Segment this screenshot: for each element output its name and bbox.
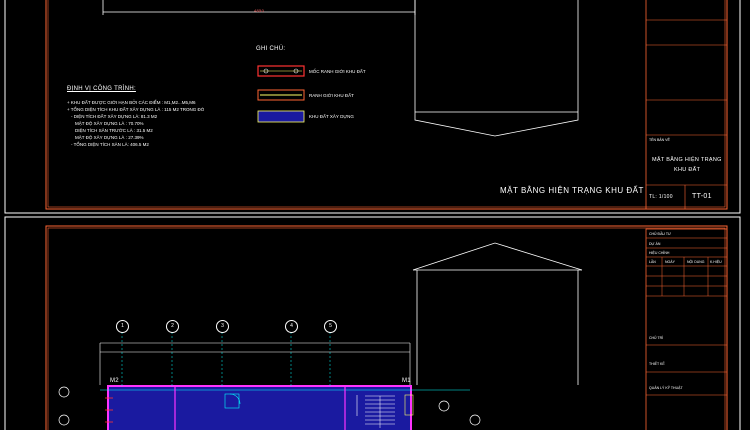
info-line: + TỔNG DIỆN TÍCH KHU ĐẤT XÂY DỰNG LÀ : 1… (67, 107, 205, 112)
info-title: ĐỊNH VỊ CÔNG TRÌNH: (67, 86, 136, 92)
tb-header-owner: CHỦ ĐẦU TƯ (649, 232, 671, 236)
marker-m1: M1 (402, 378, 411, 384)
tb-label-lead: CHỦ TRÌ (649, 336, 664, 340)
tb-label-design: THIẾT KẾ (649, 362, 665, 366)
title-block-small-label: TÊN BẢN VẼ (649, 138, 670, 142)
drawing-title: MẶT BẰNG HIỆN TRẠNG KHU ĐẤT (500, 186, 644, 195)
sheet-title-line2: KHU ĐẤT (674, 167, 701, 173)
legend-label-boundary-marker: MỐC RANH GIỚI KHU ĐẤT (309, 69, 366, 74)
tb-label-tech: QUẢN LÝ KỸ THUẬT (649, 386, 683, 390)
info-line: - DIỆN TÍCH ĐẤT XÂY DỰNG LÀ: 81.3 M2 (71, 114, 158, 119)
info-line: + KHU ĐẤT ĐƯỢC GIỚI HẠN BỞI CÁC ĐIỂM : M… (67, 100, 196, 105)
tb-col-no: LẦN (649, 260, 656, 264)
info-line: MẬT ĐỘ XÂY DỰNG LÀ : 27.39% (75, 135, 144, 140)
info-line: DIỆN TÍCH SÂN TRƯỚC LÀ : 31.5 M2 (75, 128, 153, 133)
tb-col-date: NGÀY (665, 260, 675, 264)
sheet-title-line1: MẶT BẰNG HIỆN TRẠNG (652, 157, 722, 163)
tb-header-project: DỰ ÁN (649, 242, 661, 246)
top-dimension-label: 4850 (254, 8, 265, 13)
axis-bubble: 2 (166, 320, 179, 333)
axis-bubble: 4 (285, 320, 298, 333)
marker-m2: M2 (110, 378, 119, 384)
tb-col-content: NỘI DUNG (687, 260, 705, 264)
axis-bubble: 3 (216, 320, 229, 333)
sheet-scale: TL: 1/100 (649, 194, 673, 200)
legend-label-boundary: RANH GIỚI KHU ĐẤT (309, 93, 354, 98)
axis-bubble: 1 (116, 320, 129, 333)
axis-bubble: 5 (324, 320, 337, 333)
tb-col-code: K.HIỆU (710, 260, 722, 264)
info-line: - TỔNG DIỆN TÍCH SÀN LÀ: 406.5 M2 (71, 142, 149, 147)
notes-title: GHI CHÚ: (256, 46, 286, 52)
info-line: MẬT ĐỘ XÂY DỰNG LÀ : 70.70% (75, 121, 144, 126)
legend-label-build-area: KHU ĐẤT XÂY DỰNG (309, 114, 354, 119)
sheet-number: TT-01 (692, 193, 712, 200)
tb-header-revision: HIỆU CHỈNH (649, 251, 670, 255)
